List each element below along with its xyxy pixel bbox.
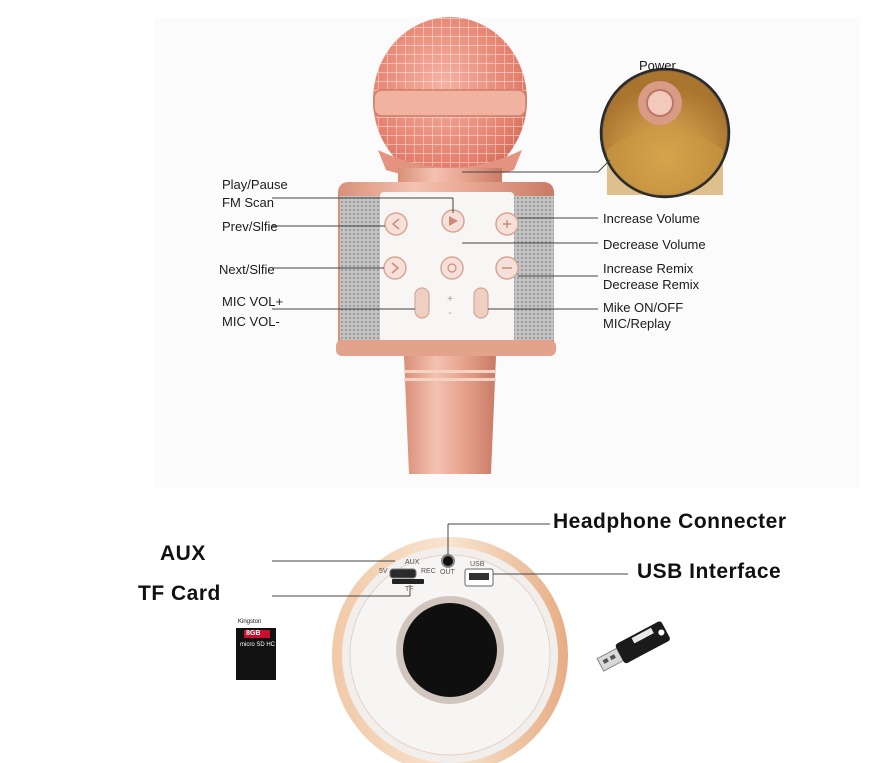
label-power: Power	[639, 58, 676, 73]
label-fm-scan: FM Scan	[222, 195, 275, 210]
port-mark-out: OUT	[440, 569, 455, 576]
port-mark-tf: TF	[405, 586, 414, 593]
right-speaker-mesh	[512, 196, 554, 340]
headphone-jack-icon	[441, 554, 455, 568]
remix-button-icon	[440, 256, 464, 280]
tf-slot-icon	[392, 579, 424, 584]
label-increase-remix: Increase Remix	[603, 261, 694, 276]
label-decrease-volume: Decrease Volume	[603, 237, 706, 252]
label-prev-selfie: Prev/Slfie	[222, 219, 278, 234]
svg-text:-: -	[448, 308, 451, 319]
label-headphone-connecter: Headphone Connecter	[553, 510, 787, 533]
label-mic-vol-down: MIC VOL-	[222, 314, 280, 329]
label-mic-replay: MIC/Replay	[603, 316, 671, 331]
usb-stick-icon	[596, 621, 670, 672]
mic-volume-slider-icon	[414, 287, 430, 319]
callout-lines-bottom	[272, 523, 628, 597]
svg-text:+: +	[447, 294, 453, 305]
sd-card-capacity: 8GB	[246, 630, 261, 637]
power-inset	[599, 67, 731, 199]
prev-button-icon	[384, 212, 408, 236]
aux-port-icon	[389, 568, 417, 579]
mic-handle	[404, 356, 496, 474]
label-play-pause: Play/Pause	[222, 177, 288, 192]
label-usb-interface: USB Interface	[637, 560, 782, 583]
label-aux: AUX	[160, 542, 206, 565]
callout-lines-top	[272, 159, 611, 310]
mic-switch-icon	[473, 287, 489, 319]
label-mike-on-off: Mike ON/OFF	[603, 300, 684, 315]
label-mic-vol-up: MIC VOL+	[222, 294, 284, 309]
port-mark-aux: AUX	[405, 559, 420, 566]
label-tf-card: TF Card	[138, 582, 221, 605]
mic-bottom-view	[332, 537, 568, 763]
port-mark-rec: REC	[421, 568, 436, 575]
sd-card-brand: Kingston	[238, 619, 262, 625]
next-button-icon	[383, 256, 407, 280]
label-decrease-remix: Decrease Remix	[603, 277, 700, 292]
port-mark-usb: USB	[470, 561, 485, 568]
sd-card-format: micro SD HC	[240, 642, 276, 648]
port-mark-5v: 5V	[379, 568, 388, 575]
mic-neck	[398, 168, 502, 184]
label-increase-volume: Increase Volume	[603, 211, 700, 226]
mic-grille	[373, 17, 527, 183]
sd-card-icon	[236, 618, 276, 680]
label-next-selfie: Next/Slfie	[219, 262, 275, 277]
